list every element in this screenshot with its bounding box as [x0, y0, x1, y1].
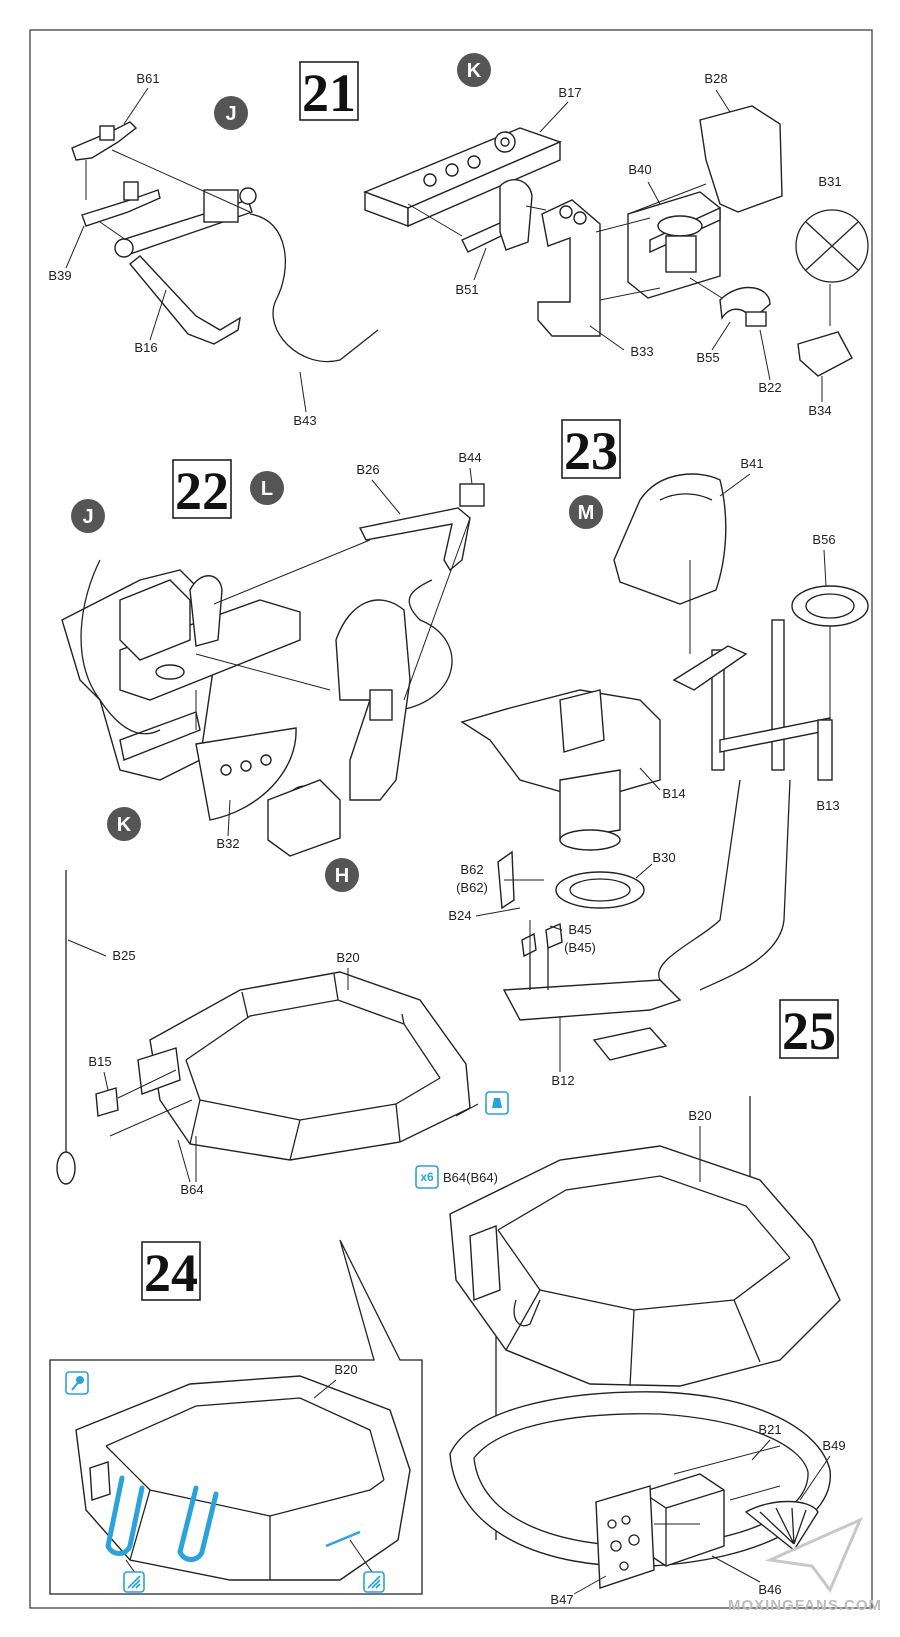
label-b62: B62	[460, 862, 483, 877]
page-border	[29, 29, 873, 1609]
highlighted-handle	[105, 1475, 145, 1556]
subassembly-badge: M	[578, 502, 595, 524]
step-23: 23 M B41	[448, 419, 869, 1088]
label-b31: B31	[818, 174, 841, 189]
label-b32: B32	[216, 836, 239, 851]
label-b56: B56	[812, 532, 835, 547]
label-b55: B55	[696, 350, 719, 365]
label-b45: B45	[568, 922, 591, 937]
watermark-text: MOXINGFANS.COM	[728, 1597, 882, 1614]
subassembly-badge: H	[335, 865, 349, 887]
step-24: 24 B20	[49, 1239, 423, 1595]
label-b26: B26	[356, 462, 379, 477]
label-b51: B51	[455, 282, 478, 297]
label-b33: B33	[630, 344, 653, 359]
subassembly-badge: L	[261, 478, 273, 500]
step-22: 22 L J K H B	[61, 450, 485, 892]
label-b61: B61	[136, 71, 159, 86]
quantity-text: x6	[420, 1170, 434, 1184]
step-number: 24	[144, 1243, 198, 1303]
step-number: 25	[782, 1001, 836, 1061]
label-b20: B20	[336, 950, 359, 965]
step-25: 25 B20 B21 B49 B46	[449, 999, 846, 1607]
label-b22: B22	[758, 380, 781, 395]
step-number: 21	[302, 63, 356, 123]
label-b17: B17	[558, 85, 581, 100]
label-b24: B24	[448, 908, 471, 923]
label-b16: B16	[134, 340, 157, 355]
subassembly-badge: J	[82, 506, 93, 528]
label-b44: B44	[458, 450, 481, 465]
assembly-k: K	[363, 53, 869, 418]
label-b41: B41	[740, 456, 763, 471]
label-b20: B20	[334, 1362, 357, 1377]
highlighted-strip	[325, 1530, 361, 1548]
label-b34: B34	[808, 403, 831, 418]
label-b40: B40	[628, 162, 651, 177]
label-b64-note: B64(B64)	[443, 1170, 498, 1185]
watermark: MOXINGFANS.COM	[728, 1517, 882, 1614]
label-b12: B12	[551, 1073, 574, 1088]
label-b25: B25	[112, 948, 135, 963]
step-21: 21 J B61 B39 B16	[48, 53, 869, 428]
label-b45-alt: (B45)	[564, 940, 596, 955]
label-b28: B28	[704, 71, 727, 86]
step-number: 23	[564, 421, 618, 481]
label-b62-alt: (B62)	[456, 880, 488, 895]
step-number: 22	[175, 461, 229, 521]
label-b39: B39	[48, 268, 71, 283]
quantity-badge	[415, 1165, 439, 1189]
label-b15: B15	[88, 1054, 111, 1069]
label-b49: B49	[822, 1438, 845, 1453]
label-b30: B30	[652, 850, 675, 865]
label-b14: B14	[662, 786, 685, 801]
label-b21: B21	[758, 1422, 781, 1437]
label-b64: B64	[180, 1182, 203, 1197]
subassembly-badge: K	[467, 60, 482, 82]
step-23-turret-ring: B25 B20 B15 B64 x6 B64(B64)	[56, 870, 509, 1197]
label-b43: B43	[293, 413, 316, 428]
label-b13: B13	[816, 798, 839, 813]
subassembly-badge: J	[225, 103, 236, 125]
label-b20: B20	[688, 1108, 711, 1123]
assembly-j: J B61 B39 B16 B43	[48, 71, 379, 428]
label-b47: B47	[550, 1592, 573, 1607]
highlighted-handle	[177, 1485, 219, 1562]
label-b46: B46	[758, 1582, 781, 1597]
subassembly-badge: K	[117, 814, 132, 836]
